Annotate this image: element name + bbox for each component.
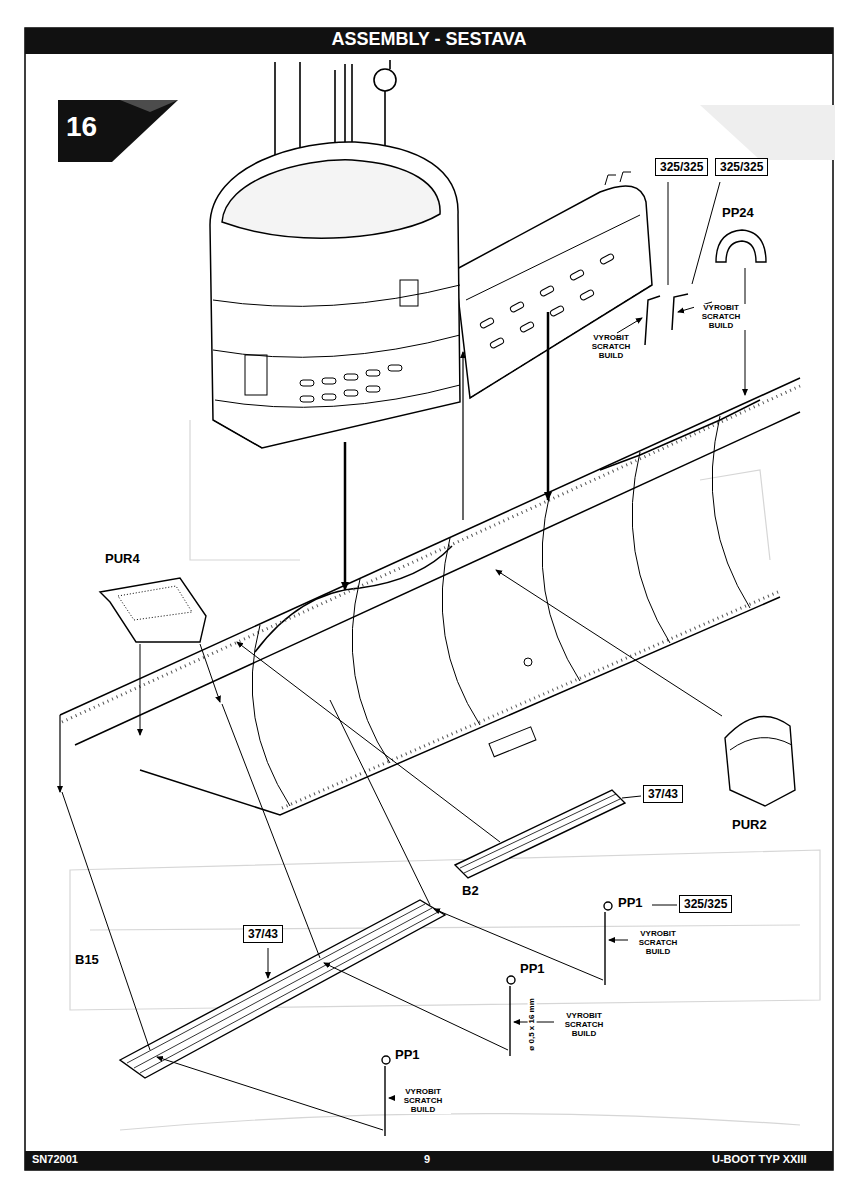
part-name: PP24 [722,206,754,220]
paint-code-box: 37/43 [243,925,283,943]
scratch-build-note: VYROBIT SCRATCH BUILD [584,334,638,360]
part-name: PUR2 [732,818,767,832]
scratch-build-note: VYROBIT SCRATCH BUILD [630,930,686,956]
footer-title: U-BOOT TYP XXIII [712,1153,807,1165]
scratch-build-note: VYROBIT SCRATCH BUILD [556,1012,612,1038]
paint-code: 325/325 [660,160,703,174]
scratch-build-note: VYROBIT SCRATCH BUILD [694,304,748,330]
footer-code: SN72001 [32,1153,78,1165]
paint-code: 325/325 [720,160,763,174]
scratch-build-note: VYROBIT SCRATCH BUILD [395,1088,451,1114]
paint-code: 325/325 [684,897,727,911]
part-name: PP1 [520,962,545,976]
part-name: B15 [75,953,99,967]
part-name: PUR4 [105,552,140,566]
paint-code-box: 325/325 [655,158,708,176]
paint-code-box: 325/325 [715,158,768,176]
part-name: PP1 [618,896,643,910]
dimension: ø 0,5 x 16 mm [528,984,537,1064]
step-number: 16 [66,112,97,143]
part-name: PP1 [395,1048,420,1062]
paint-code: 37/43 [248,927,278,941]
page-number: 9 [424,1153,430,1165]
paint-code: 37/43 [648,787,678,801]
paint-code-box: 325/325 [679,895,732,913]
title-text: ASSEMBLY - SESTAVA [25,30,833,50]
paint-code-box: 37/43 [643,785,683,803]
part-name: B2 [462,884,479,898]
